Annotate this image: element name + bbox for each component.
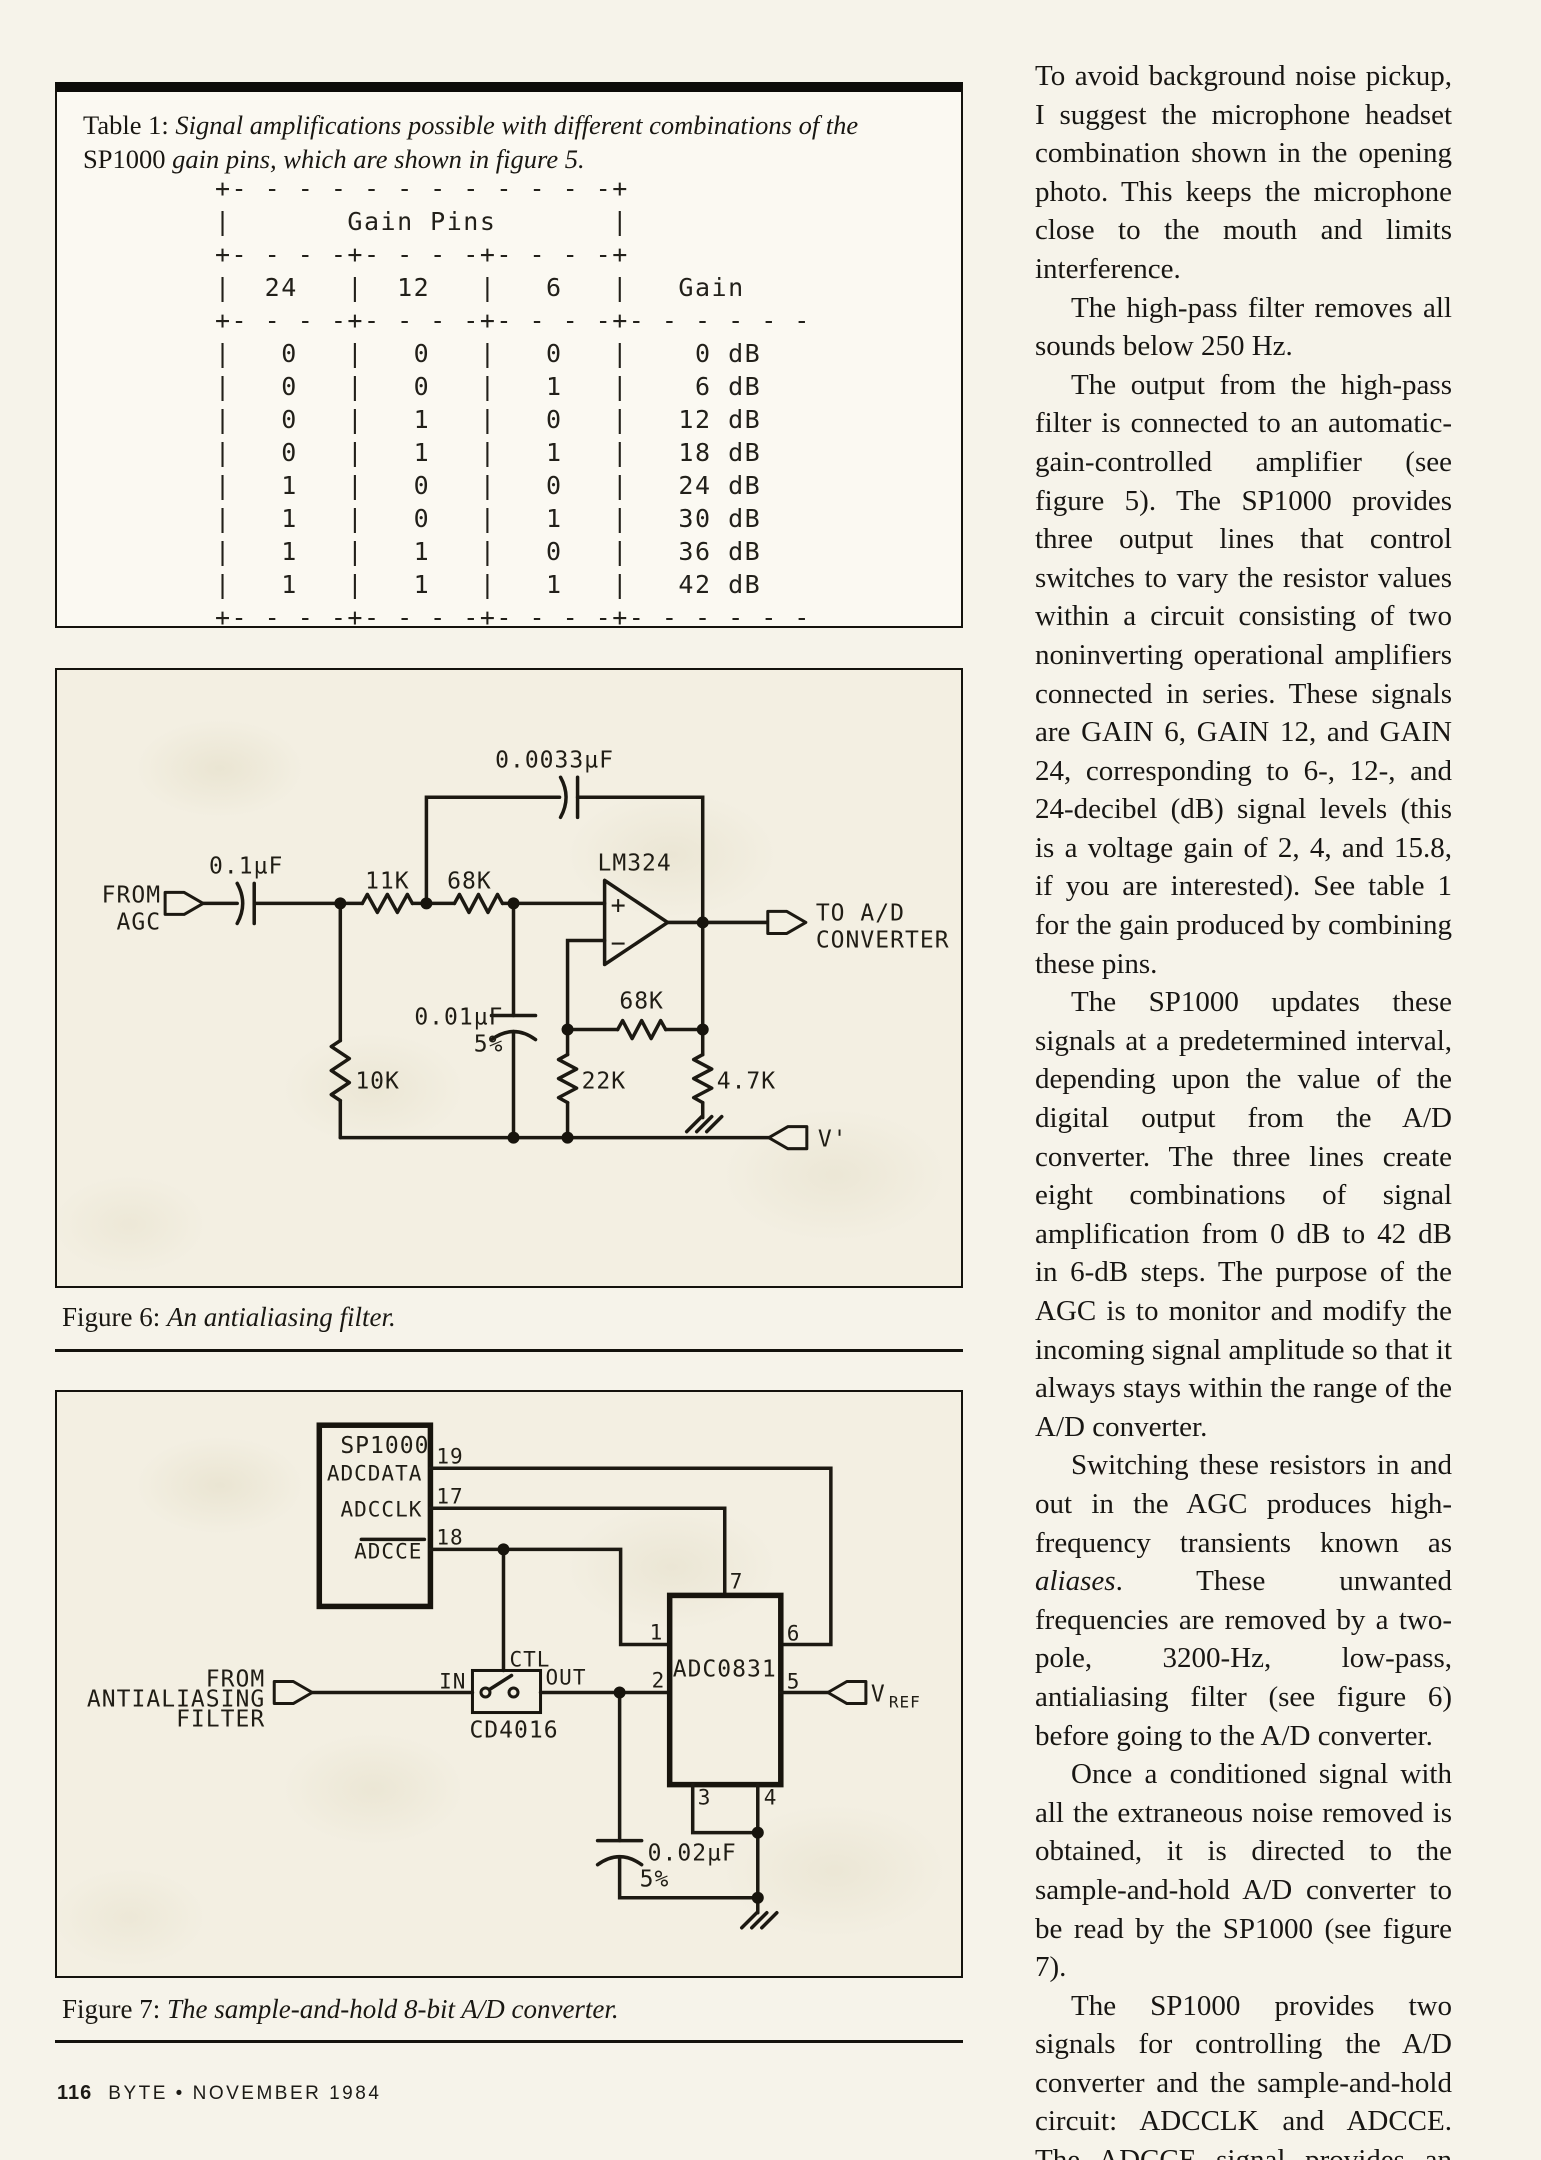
capacitor-0.1uF-label: 0.1µF (209, 853, 283, 879)
pin-17-number: 17 (436, 1483, 463, 1508)
table1-box: Table 1: Signal amplifications possible … (55, 82, 963, 632)
from-filter-label-2: ANTIALIASING (87, 1687, 265, 1713)
input-terminal-arrow (163, 890, 205, 916)
adcce-wire (428, 1547, 672, 1647)
adcclk-wire (428, 1506, 727, 1598)
vref-label: V (871, 1682, 886, 1708)
capacitor-0.01uF-label: 0.01µF (414, 1005, 503, 1031)
chip-cd4016-label: CD4016 (469, 1718, 558, 1744)
resistor-10K-label: 10K (355, 1069, 400, 1095)
vprime-terminal-arrow (767, 1125, 809, 1151)
capacitor-0.02uF: 0.02µF 5% (595, 1838, 737, 1893)
table1-ascii-table: +- - - - - - - - - - - -+ | Gain Pins | … (215, 174, 811, 632)
article-body-column: To avoid background noise pickup, I sugg… (1035, 57, 1452, 2160)
resistor-10K: 10K (329, 1038, 400, 1103)
capacitor-0.02uF-tolerance: 5% (640, 1867, 670, 1893)
to-ad-converter-label-1: TO A/D (816, 900, 905, 926)
from-filter-label-3: FILTER (176, 1707, 265, 1733)
junction-dots (497, 1543, 764, 1904)
to-ad-converter-label-2: CONVERTER (816, 927, 950, 953)
chip-adc0831: ADC0831 (666, 1592, 784, 1788)
chip-adc0831-label: ADC0831 (673, 1656, 777, 1682)
resistor-22K-label: 22K (582, 1069, 627, 1095)
page-footer: 116 BYTE • NOVEMBER 1984 (57, 2082, 381, 2105)
figure7-caption: Figure 7: The sample-and-hold 8-bit A/D … (62, 1994, 619, 2024)
body-paragraph: The output from the high-pass filter is … (1035, 368, 1452, 980)
in-label: IN (439, 1669, 466, 1694)
table1-caption: Table 1: Signal amplifications possible … (83, 110, 859, 174)
figure6-schematic: FROM AGC 0.1µF 11K 68K (102, 747, 950, 1153)
opamp-lm324: + − LM324 (597, 850, 671, 967)
vref-subscript: REF (889, 1693, 921, 1712)
ground-symbol (740, 1911, 779, 1930)
opamp-plus-input: + (611, 890, 627, 919)
pin-18-number: 18 (436, 1524, 463, 1549)
vprime-label: V' (818, 1127, 848, 1153)
chip-cd4016: CTL IN OUT CD4016 (439, 1646, 587, 1744)
pin-5-number: 5 (787, 1669, 801, 1694)
resistor-68K-input: 68K (447, 868, 505, 915)
junction-dots (334, 897, 709, 1144)
chip-sp1000-label: SP1000 (340, 1433, 429, 1459)
pin-1-number: 1 (650, 1619, 664, 1644)
resistor-68K-input-label: 68K (447, 868, 492, 894)
body-paragraph: The high-pass filter removes all sounds … (1035, 291, 1452, 363)
capacitor-0.02uF-label: 0.02µF (648, 1841, 737, 1867)
chip-sp1000: SP1000 ADCDATA ADCCLK ADCCE (316, 1422, 434, 1610)
pin-6-number: 6 (787, 1620, 801, 1645)
capacitor-0.01uF: 0.01µF 5% (414, 1005, 538, 1058)
capacitor-0.0033uF-label: 0.0033µF (495, 747, 614, 773)
capacitor-0.0033uF: 0.0033µF (495, 747, 614, 820)
from-agc-label-2: AGC (117, 909, 162, 935)
resistor-68K-feedback-label: 68K (619, 989, 664, 1015)
adcdata-wire (428, 1466, 833, 1647)
opamp-minus-input: − (611, 928, 627, 957)
figure7-box: SP1000 ADCDATA ADCCLK ADCCE 19 17 18 7 1… (55, 1390, 963, 1978)
from-agc-label-1: FROM (102, 882, 161, 908)
figure6-divider (55, 1349, 963, 1352)
input-terminal-arrow (272, 1679, 314, 1706)
from-filter-label-1: FROM (206, 1667, 265, 1693)
body-paragraph: Once a conditioned signal with all the e… (1035, 1758, 1452, 1984)
figure7-schematic: SP1000 ADCDATA ADCCLK ADCCE 19 17 18 7 1… (87, 1422, 921, 1930)
opamp-lm324-label: LM324 (597, 850, 671, 876)
pin-adcclk-label: ADCCLK (340, 1496, 422, 1521)
pin-19-number: 19 (436, 1443, 463, 1468)
body-paragraph: The SP1000 updates these signals at a pr… (1035, 986, 1452, 1443)
page-number: 116 (57, 2082, 93, 2104)
vref-terminal-arrow (826, 1679, 868, 1706)
figure7-divider (55, 2040, 963, 2043)
resistor-4.7K: 4.7K (691, 1052, 776, 1105)
figure6-box: FROM AGC 0.1µF 11K 68K (55, 668, 963, 1288)
out-label: OUT (546, 1665, 587, 1690)
pin-3-number: 3 (698, 1785, 712, 1810)
capacitor-0.1uF: 0.1µF (209, 853, 283, 926)
figure6-caption: Figure 6: An antialiasing filter. (62, 1302, 396, 1332)
resistor-4.7K-label: 4.7K (717, 1069, 776, 1095)
switch-lever (487, 1673, 514, 1692)
pin-4-number: 4 (764, 1785, 778, 1810)
magazine-footer-text: BYTE • NOVEMBER 1984 (108, 2083, 382, 2104)
output-terminal-arrow (766, 909, 808, 935)
resistor-11K: 11K (360, 868, 415, 915)
pin-7-number: 7 (730, 1568, 744, 1593)
resistor-22K: 22K (556, 1052, 627, 1105)
capacitor-0.01uF-tolerance: 5% (474, 1032, 504, 1058)
pin-adcce-label: ADCCE (354, 1538, 422, 1563)
ground-symbol (684, 1114, 724, 1134)
resistor-11K-label: 11K (365, 868, 410, 894)
body-paragraph: Switching these resistors in and out in … (1035, 1449, 1452, 1752)
ctl-label: CTL (510, 1646, 551, 1671)
body-paragraph: To avoid background noise pickup, I sugg… (1035, 60, 1452, 285)
body-paragraph: The SP1000 provides two signals for cont… (1035, 1989, 1452, 2160)
pin-adcdata-label: ADCDATA (327, 1460, 423, 1485)
pin-2-number: 2 (652, 1668, 666, 1693)
resistor-68K-feedback: 68K (615, 989, 668, 1041)
